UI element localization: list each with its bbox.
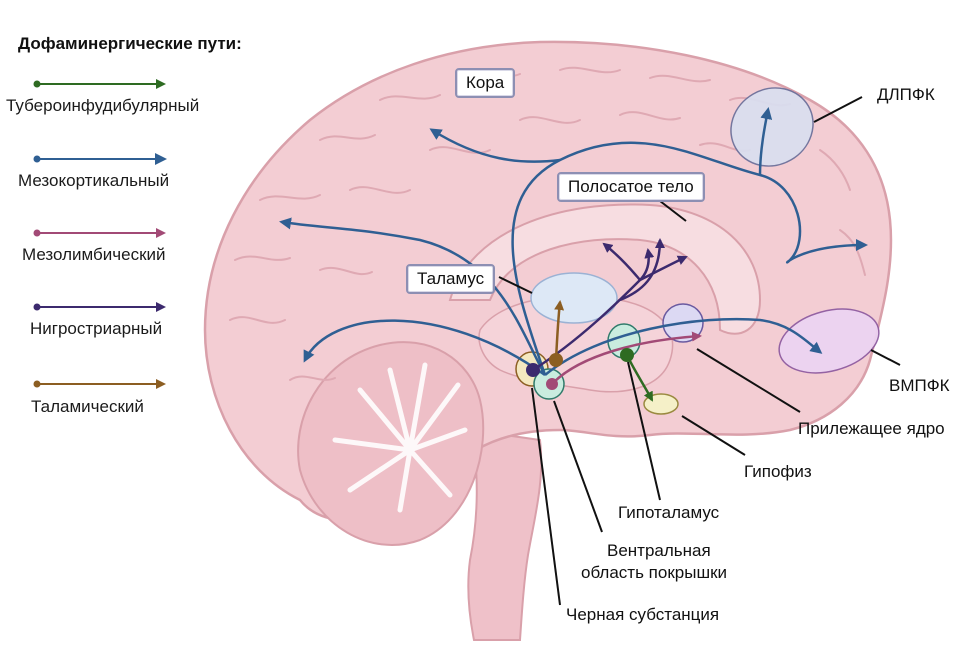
tuberoinfundibular-origin	[620, 348, 634, 362]
vta-label-line2: область покрышки	[581, 563, 728, 582]
legend-arrow-nigrostriatal	[33, 302, 166, 312]
legend-arrow-thalamic	[33, 379, 166, 389]
regions	[515, 87, 880, 415]
legend-label-mesolimbic: Мезолимбический	[22, 245, 166, 264]
vmpfc-label: ВМПФК	[889, 376, 950, 395]
legend-arrows	[33, 79, 167, 389]
vta-label-line1: Вентральная	[607, 541, 711, 560]
brainstem	[467, 428, 543, 641]
dlpfc-label: ДЛПФК	[877, 85, 935, 104]
legend-label-thalamic: Таламический	[31, 397, 144, 416]
thalamus-label: Таламус	[406, 264, 496, 294]
hypothalamus-label: Гипоталамус	[618, 503, 720, 522]
legend-title: Дофаминергические пути:	[18, 34, 242, 53]
leader-lines	[498, 96, 901, 606]
cerebellum	[297, 341, 485, 546]
legend-label-nigrostriatal: Нигростриарный	[30, 319, 163, 338]
mesolimbic-origin	[546, 378, 558, 390]
mesocortical-pathway	[279, 107, 868, 377]
nucleus-accumbens-label: Прилежащее ядро	[798, 419, 945, 438]
pituitary-label: Гипофиз	[744, 462, 812, 481]
striatum-label: Полосатое тело	[557, 172, 705, 202]
dlpfc-region	[730, 87, 814, 167]
vmpfc-region	[778, 308, 880, 374]
substantia-nigra-label: Черная субстанция	[566, 605, 720, 624]
thalamic-origin	[549, 353, 563, 367]
corpus-callosum	[448, 203, 762, 335]
nigrostriatal-origin	[526, 363, 540, 377]
legend-arrow-mesocortical	[33, 153, 167, 165]
pathways	[279, 107, 868, 402]
cortex-label: Кора	[455, 68, 516, 98]
legend-label-mesocortical: Мезокортикальный	[18, 171, 170, 190]
legend-arrow-mesolimbic	[33, 228, 166, 238]
nigrostriatal-pathway	[532, 238, 688, 372]
cerebellum-arbor	[332, 362, 468, 513]
thalamus-region	[530, 272, 618, 324]
mesolimbic-pathway	[551, 331, 702, 385]
legend-arrow-tuberoinfundibular	[33, 79, 166, 89]
legend-label-tuberoinfundibular: Тубероинфудибулярный	[6, 96, 200, 115]
